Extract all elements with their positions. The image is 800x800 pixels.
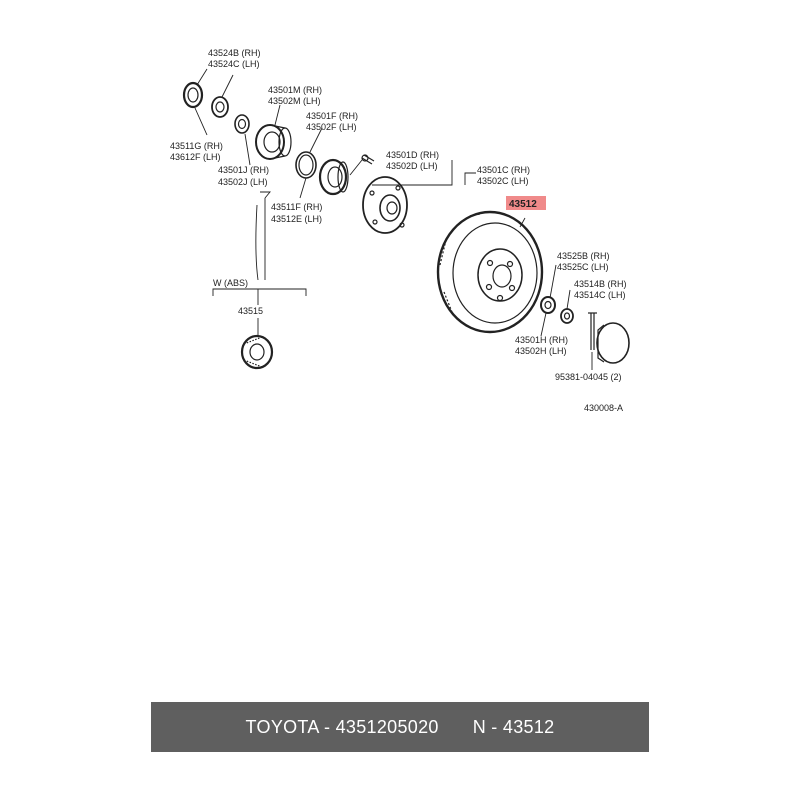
label-43501m: 43501M (RH) bbox=[268, 85, 322, 95]
label-43515: 43515 bbox=[238, 306, 263, 316]
oil-seal-part bbox=[182, 81, 204, 109]
small-ring-part bbox=[211, 96, 229, 118]
part-code: TOYOTA - 4351205020 bbox=[245, 716, 439, 737]
label-43612f: 43612F (LH) bbox=[170, 152, 221, 162]
bearing-race-part bbox=[318, 158, 349, 196]
label-43511f: 43511F (RH) bbox=[271, 202, 322, 212]
hub-bolt-part bbox=[361, 154, 375, 165]
label-43512e: 43512E (LH) bbox=[271, 214, 322, 224]
label-43501h: 43501H (RH) bbox=[515, 335, 568, 345]
hub-nut-part bbox=[540, 296, 556, 314]
diagram-number: N - 43512 bbox=[472, 716, 555, 737]
label-43501j: 43501J (RH) bbox=[218, 165, 269, 175]
snap-ring-part bbox=[295, 151, 317, 179]
label-43501d: 43501D (RH) bbox=[386, 150, 439, 160]
brake-disc-rotor bbox=[436, 210, 544, 334]
stud-bolt-part bbox=[588, 312, 597, 350]
label-43514b: 43514B (RH) bbox=[574, 279, 627, 289]
washer-part bbox=[560, 308, 574, 324]
abs-bearing-part bbox=[240, 334, 274, 370]
highlight-box bbox=[506, 196, 546, 210]
label-43502h: 43502H (LH) bbox=[515, 346, 567, 356]
label-43524b: 43524B (RH) bbox=[208, 48, 261, 58]
part-number-banner: TOYOTA - 4351205020 N - 43512 bbox=[151, 702, 649, 752]
grease-cap-part bbox=[596, 322, 630, 364]
label-43524c: 43524C (LH) bbox=[208, 59, 260, 69]
label-95381: 95381-04045 (2) bbox=[555, 372, 622, 382]
label-43514c: 43514C (LH) bbox=[574, 290, 626, 300]
label-43502d: 43502D (LH) bbox=[386, 161, 438, 171]
label-43501c: 43501C (RH) bbox=[477, 165, 530, 175]
leader-lines bbox=[194, 68, 593, 370]
label-43502m: 43502M (LH) bbox=[268, 96, 321, 106]
bearing-cone-part bbox=[234, 114, 250, 134]
label-43502c: 43502C (LH) bbox=[477, 176, 529, 186]
axle-hub-part bbox=[362, 176, 408, 234]
label-43502j: 43502J (LH) bbox=[218, 177, 268, 187]
label-43525c: 43525C (LH) bbox=[557, 262, 609, 272]
part-labels: 43524B (RH) 43524C (LH) 43501M (RH) 4350… bbox=[170, 48, 627, 413]
label-43525b: 43525B (RH) bbox=[557, 251, 610, 261]
label-43512-highlighted: 43512 bbox=[509, 199, 537, 210]
label-abs: W (ABS) bbox=[213, 278, 248, 288]
label-43502f: 43502F (LH) bbox=[306, 122, 357, 132]
hub-bearing-part bbox=[255, 124, 292, 160]
label-43511g: 43511G (RH) bbox=[170, 141, 223, 151]
label-43501f: 43501F (RH) bbox=[306, 111, 358, 121]
diagram-reference: 430008-A bbox=[584, 403, 623, 413]
